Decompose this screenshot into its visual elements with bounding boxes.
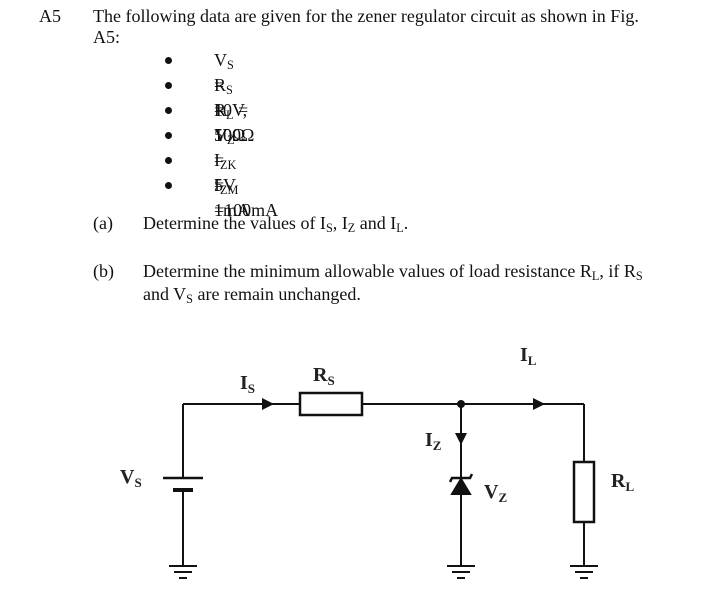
arrow-is-icon — [262, 398, 274, 410]
part-a-label: (a) — [93, 213, 113, 233]
bullet-icon — [165, 182, 172, 189]
question-intro-line-1: The following data are given for the zen… — [93, 6, 639, 26]
part-a-text: Determine the values of IS, IZ and IL. — [143, 213, 409, 236]
load-resistor-rl — [572, 460, 596, 524]
label-il: IL — [520, 344, 537, 368]
label-vz: VZ — [484, 481, 507, 505]
bullet-icon — [165, 157, 172, 164]
bullet-icon — [165, 57, 172, 64]
question-number: A5 — [39, 6, 61, 26]
bullet-icon — [165, 107, 172, 114]
arrow-iz-icon — [455, 433, 467, 445]
label-rs: RS — [313, 364, 335, 388]
junction-node — [457, 400, 465, 408]
series-resistor-rs — [298, 391, 364, 417]
part-b-label: (b) — [93, 261, 114, 281]
bullet-icon — [165, 82, 172, 89]
bullet-icon — [165, 132, 172, 139]
label-vs: VS — [120, 466, 142, 490]
label-iz: IZ — [425, 429, 442, 453]
question-intro-line-2: A5: — [93, 27, 120, 47]
label-is: IS — [240, 372, 255, 396]
part-b-text-line-1: Determine the minimum allowable values o… — [143, 261, 643, 284]
label-rl: RL — [611, 470, 634, 494]
part-b-text-line-2: and VS are remain unchanged. — [143, 284, 361, 307]
zener-diode — [448, 473, 474, 495]
arrow-il-icon — [533, 398, 545, 410]
